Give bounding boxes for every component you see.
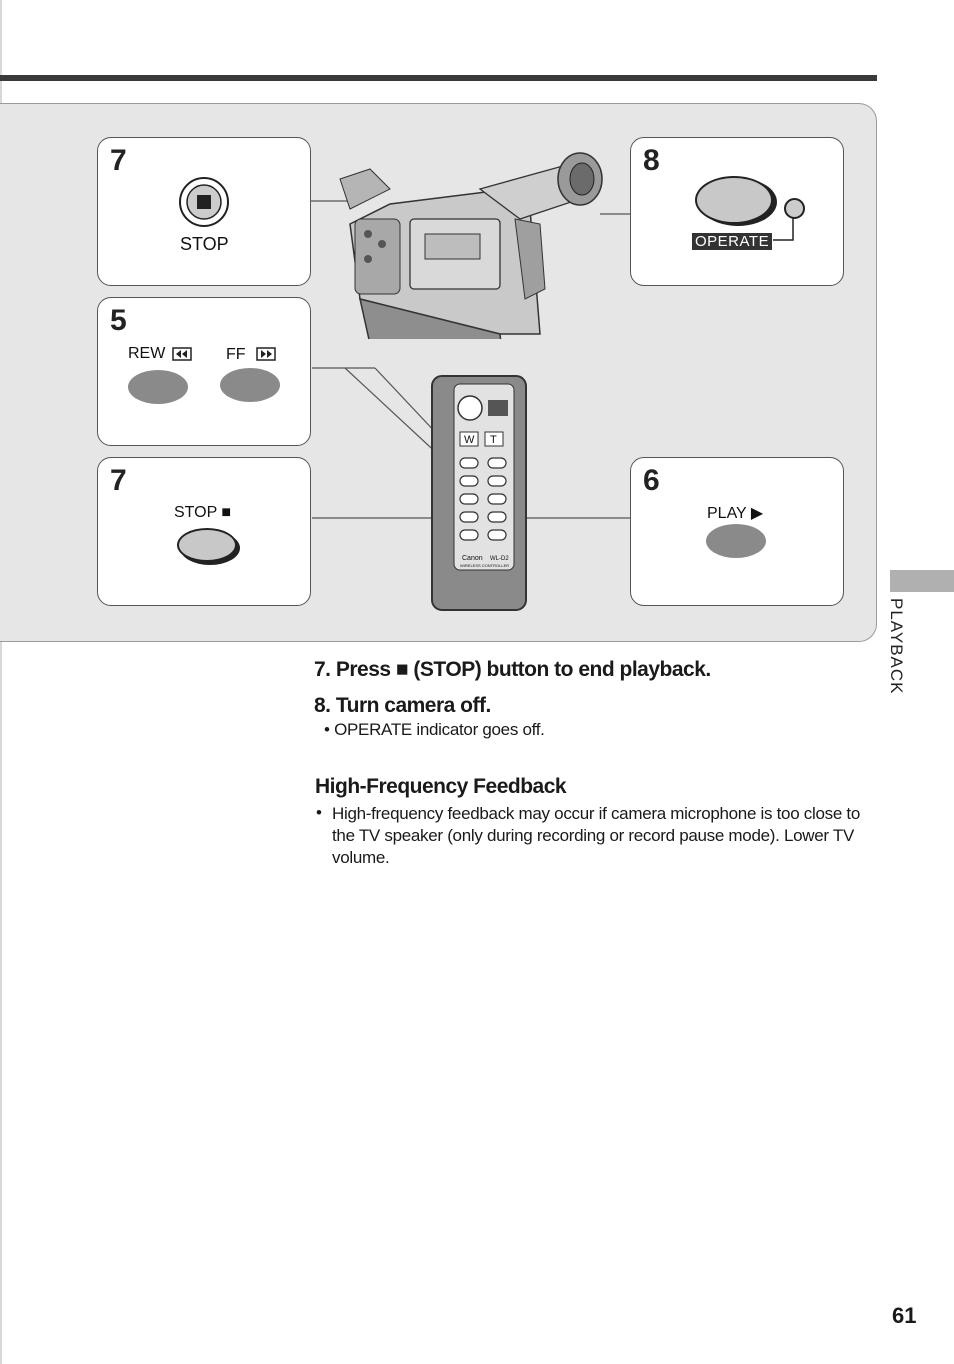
callout-rew-ff: 5 REW FF — [97, 297, 311, 446]
playback-figure: W T Canon WL-D2 WIRELESS CONTROLLER 7 ST… — [0, 103, 877, 642]
section-paragraph: High-frequency feedback may occur if cam… — [332, 804, 860, 867]
rew-button — [128, 370, 188, 404]
step-number: 7 — [110, 144, 127, 177]
callout-play: 6 PLAY ▶ — [630, 457, 844, 606]
remote-illustration: W T Canon WL-D2 WIRELESS CONTROLLER — [431, 375, 527, 611]
step-number: 5 — [110, 304, 127, 337]
svg-text:Canon: Canon — [462, 555, 483, 562]
svg-text:T: T — [490, 434, 497, 446]
step-8-bullet-text: OPERATE indicator goes off. — [334, 720, 545, 739]
ff-label: FF — [226, 346, 246, 363]
callout-stop-top: 7 STOP — [97, 137, 311, 286]
indicator-leader — [773, 218, 794, 241]
ff-icon — [256, 347, 276, 361]
power-switch — [695, 176, 773, 224]
page-edge — [0, 0, 2, 1364]
callout-stop-bottom: 7 STOP ■ — [97, 457, 311, 606]
operate-indicator — [784, 198, 805, 219]
play-button — [706, 524, 766, 558]
svg-text:WIRELESS CONTROLLER: WIRELESS CONTROLLER — [460, 563, 509, 568]
rew-label: REW — [128, 345, 166, 362]
page-number: 61 — [892, 1303, 917, 1328]
step-8-bullet: • OPERATE indicator goes off. — [324, 720, 545, 739]
camcorder-illustration — [339, 152, 603, 339]
step-number: 8 — [643, 144, 660, 177]
play-label: PLAY ▶ — [707, 505, 764, 522]
svg-text:W: W — [464, 434, 475, 446]
section-tab-label: PLAYBACK — [884, 598, 914, 708]
section-heading: High-Frequency Feedback — [315, 775, 567, 798]
stop-label: STOP — [180, 234, 229, 254]
stop-button-icon — [179, 177, 229, 227]
rew-icon — [172, 347, 192, 361]
bullet-dot: • — [316, 803, 322, 822]
step-7-heading: 7. Press ■ (STOP) button to end playback… — [314, 658, 711, 681]
svg-text:WL-D2: WL-D2 — [490, 556, 509, 562]
header-rule — [0, 75, 877, 81]
ff-button — [220, 368, 280, 402]
stop-label: STOP ■ — [174, 504, 232, 521]
stop-button — [177, 528, 237, 562]
section-tab-marker — [890, 570, 954, 592]
step-number: 6 — [643, 464, 660, 497]
step-8-heading: 8. Turn camera off. — [314, 694, 491, 717]
operate-label: OPERATE — [692, 233, 773, 250]
step-number: 7 — [110, 464, 127, 497]
callout-operate: 8 OPERATE — [630, 137, 844, 286]
section-tab-text: PLAYBACK — [887, 598, 906, 695]
